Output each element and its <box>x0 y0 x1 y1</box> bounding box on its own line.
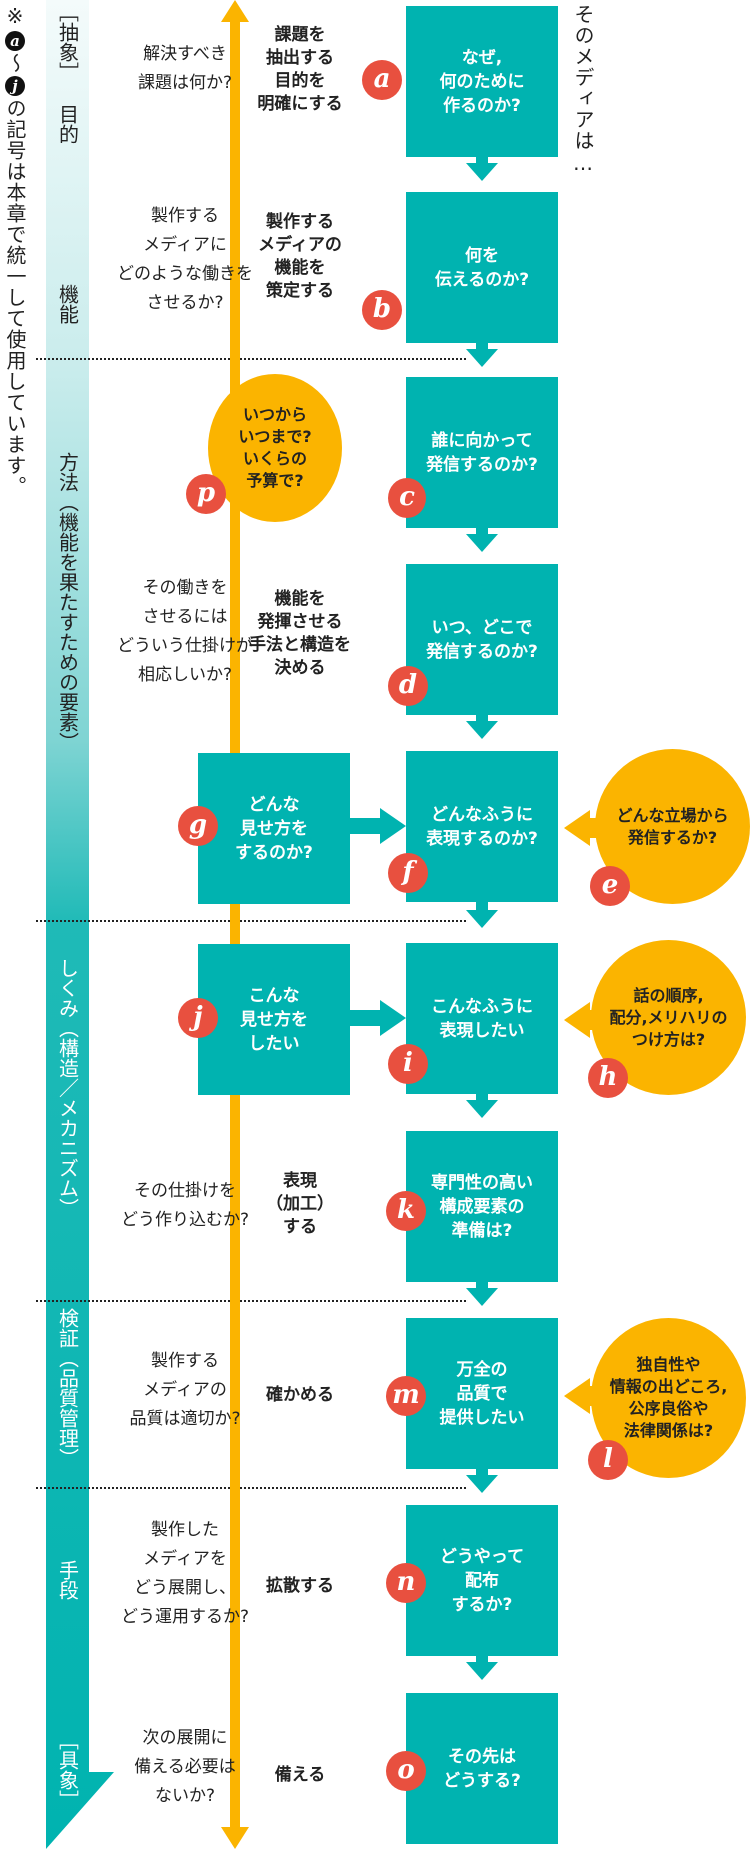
badge-j-icon: j <box>5 76 25 96</box>
question-purpose: 解決すべき 課題は何か? <box>137 44 233 93</box>
scale-bottom-label: ［具象］ <box>55 1730 80 1810</box>
stage-verification: 検証（品質管理） <box>55 1308 80 1468</box>
abstraction-scale-bar <box>46 0 114 1849</box>
action-purpose: 課題を 抽出する 目的を 明確にする <box>257 25 343 114</box>
badge-o: o <box>386 1751 426 1791</box>
arrow-left-icon <box>564 810 604 846</box>
stage-function: 機能 <box>55 284 80 324</box>
side-caption: そのメディアは… <box>571 4 595 176</box>
flow-box-a: なぜ, 何のために 作るのか? <box>406 6 558 157</box>
badge-n: n <box>386 1563 426 1603</box>
flow-box-m: 万全の 品質で 提供したい <box>406 1318 558 1469</box>
action-means: 拡散する <box>266 1576 334 1596</box>
action-method: 機能を 発揮させる 手法と構造を 決める <box>249 589 351 678</box>
note-prefix: ※ <box>3 4 27 29</box>
badge-j: j <box>178 998 218 1038</box>
action-future: 備える <box>274 1765 326 1785</box>
badge-l: l <box>588 1440 628 1480</box>
badge-c: c <box>388 478 426 518</box>
arrow-up-icon <box>221 0 249 22</box>
bubble-p: いつから いつまで? いくらの 予算で? <box>208 374 342 522</box>
scale-top-label: ［抽象］ <box>55 2 80 82</box>
stage-purpose: 目的 <box>55 104 80 144</box>
section-divider <box>36 920 466 922</box>
flow-box-n: どうやって 配布 するか? <box>406 1505 558 1656</box>
action-function: 製作する メディアの 機能を 策定する <box>258 212 342 301</box>
badge-i: i <box>388 1044 428 1084</box>
section-divider <box>36 1487 466 1489</box>
badge-p: p <box>186 474 226 514</box>
action-verification: 確かめる <box>266 1385 334 1405</box>
question-method: その働きを させるには どういう仕掛けが 相応しいか? <box>117 578 253 685</box>
section-divider <box>36 1300 466 1302</box>
stage-means: 手段 <box>55 1560 80 1600</box>
flow-box-o: その先は どうする? <box>406 1693 558 1844</box>
stage-method: 方法（機能を果たすための要素） <box>55 452 80 752</box>
arrow-left-icon <box>564 1002 604 1038</box>
badge-b: b <box>362 290 402 330</box>
arrow-left-icon <box>564 1378 604 1414</box>
flow-box-b: 何を 伝えるのか? <box>406 192 558 343</box>
note-text: の記号は本章で統一して使用しています。 <box>3 98 27 497</box>
flow-box-k: 専門性の高い 構成要素の 準備は? <box>406 1131 558 1282</box>
badge-k: k <box>386 1191 426 1231</box>
flow-box-d: いつ、どこで 発信するのか? <box>406 564 558 715</box>
note-tilde: ～ <box>3 53 27 74</box>
side-box-j: こんな 見せ方を したい <box>198 944 350 1095</box>
badge-a: a <box>362 60 402 100</box>
side-box-g: どんな 見せ方を するのか? <box>198 753 350 904</box>
badge-a-icon: a <box>5 31 25 51</box>
question-verification: 製作する メディアの 品質は適切か? <box>129 1351 241 1429</box>
arrow-down-icon <box>221 1827 249 1849</box>
question-mechanism: その仕掛けを どう作り込むか? <box>120 1181 250 1230</box>
flow-box-f: どんなふうに 表現するのか? <box>406 751 558 902</box>
arrow-right-icon <box>350 808 406 844</box>
badge-f: f <box>388 853 428 893</box>
section-divider <box>36 358 466 360</box>
scale-bar-shape <box>46 0 114 1849</box>
flow-box-c: 誰に向かって 発信するのか? <box>406 377 558 528</box>
flow-box-i: こんなふうに 表現したい <box>406 943 558 1094</box>
question-means: 製作した メディアを どう展開し、 どう運用するか? <box>120 1520 250 1627</box>
badge-g: g <box>178 806 218 846</box>
badge-h: h <box>588 1058 628 1098</box>
question-function: 製作する メディアに どのような働きを させるか? <box>117 206 253 313</box>
badge-d: d <box>388 666 428 706</box>
badge-e: e <box>590 866 630 906</box>
badge-m: m <box>386 1376 426 1416</box>
symbol-note: ※a～jの記号は本章で統一して使用しています。 <box>2 4 28 497</box>
abstraction-axis-line <box>230 18 240 1830</box>
stage-mechanism: しくみ（構造／メカニズム） <box>55 958 80 1218</box>
question-future: 次の展開に 備える必要は ないか? <box>134 1728 236 1806</box>
action-mechanism: 表現 （加工） する <box>266 1171 334 1237</box>
arrow-right-icon <box>350 1000 406 1036</box>
